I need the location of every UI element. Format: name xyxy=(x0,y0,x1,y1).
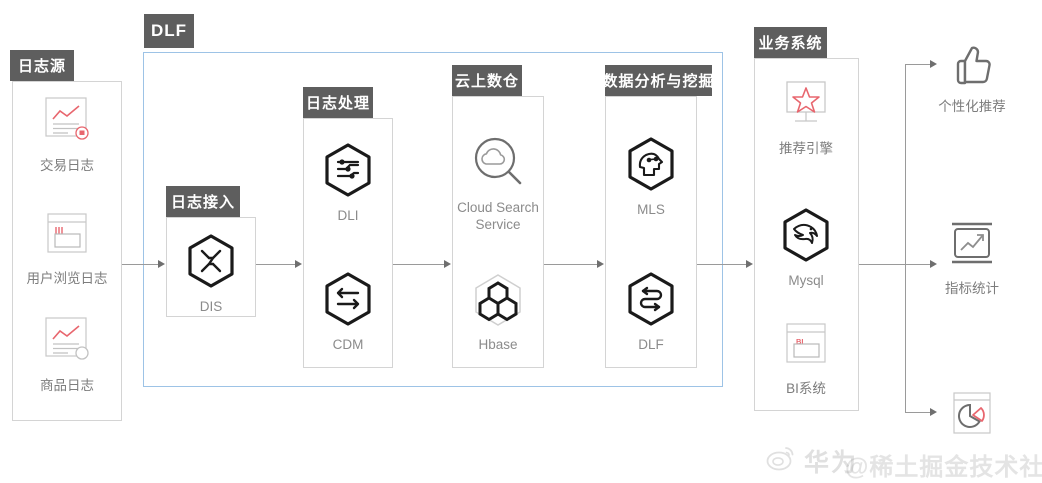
arrow-head xyxy=(597,260,604,268)
connector-clouddw-to-analysis xyxy=(544,264,599,265)
arrow-head xyxy=(295,260,302,268)
cloud-search-icon xyxy=(438,135,558,194)
node-label: 交易日志 xyxy=(40,158,94,173)
node-label: 推荐引擎 xyxy=(779,141,833,156)
node-label: 个性化推荐 xyxy=(938,99,1006,114)
group-header-log-ingest: 日志接入 xyxy=(166,186,240,217)
group-header-cloud-dw: 云上数仓 xyxy=(452,65,522,96)
bi-system-icon: BI xyxy=(746,320,866,375)
node-recommend-engine[interactable]: 推荐引擎 xyxy=(746,78,866,157)
node-label: MLS xyxy=(637,202,665,217)
node-dli[interactable]: DLI xyxy=(288,143,408,224)
group-header-analysis: 数据分析与挖掘 xyxy=(603,65,714,96)
group-header-log-process: 日志处理 xyxy=(303,87,373,118)
connector-dis-to-logprocess xyxy=(256,264,297,265)
node-bi-system[interactable]: BI BI系统 xyxy=(746,320,866,397)
transaction-log-icon xyxy=(7,95,127,152)
arrow-head xyxy=(930,408,937,416)
node-label: DLI xyxy=(337,208,359,223)
arrow-head xyxy=(930,60,937,68)
svg-text:BI: BI xyxy=(796,337,804,346)
connector-logsource-to-dis xyxy=(122,264,160,265)
connector-business-to-trunk xyxy=(859,264,905,265)
connector-trunk-to-recommendation xyxy=(905,64,933,65)
watermark-brand: 华为 xyxy=(766,443,858,479)
user-browse-log-icon xyxy=(7,210,127,265)
node-user-browse-log[interactable]: 用户浏览日志 xyxy=(7,210,127,287)
node-label: Cloud Search Service xyxy=(457,200,539,232)
node-mysql[interactable]: Mysql xyxy=(746,208,866,289)
group-header-dlf: DLF xyxy=(144,14,194,48)
dis-hexagon-icon xyxy=(151,234,271,293)
connector-trunk-to-metrics xyxy=(905,264,933,265)
node-personalized-recommendation[interactable]: 个性化推荐 xyxy=(912,38,1032,115)
recommend-engine-icon xyxy=(746,78,866,135)
dlf-hexagon-icon xyxy=(591,272,711,331)
pie-chart-icon xyxy=(912,390,1032,443)
thumbs-up-icon xyxy=(912,38,1032,93)
watermark-brand-text: 华为 xyxy=(804,449,859,477)
product-log-icon xyxy=(7,315,127,372)
node-metrics-statistics[interactable]: 指标统计 xyxy=(912,218,1032,297)
node-dlf[interactable]: DLF xyxy=(591,272,711,353)
node-hbase[interactable]: Hbase xyxy=(438,272,558,353)
node-label: DLF xyxy=(638,337,664,352)
arrow-head xyxy=(746,260,753,268)
node-transaction-log[interactable]: 交易日志 xyxy=(7,95,127,174)
node-label: 用户浏览日志 xyxy=(26,271,108,286)
weibo-icon xyxy=(766,445,796,478)
connector-analysis-to-business xyxy=(697,264,748,265)
mls-hexagon-icon xyxy=(591,137,711,196)
metrics-chart-icon xyxy=(912,218,1032,275)
cdm-hexagon-icon xyxy=(288,272,408,331)
node-label: 指标统计 xyxy=(945,281,999,296)
node-cloud-search-service[interactable]: Cloud Search Service xyxy=(438,135,558,233)
node-label: 商品日志 xyxy=(40,378,94,393)
node-product-log[interactable]: 商品日志 xyxy=(7,315,127,394)
mysql-dolphin-icon xyxy=(746,208,866,267)
group-header-business: 业务系统 xyxy=(754,27,827,58)
connector-trunk-vertical xyxy=(905,64,906,413)
node-label: DIS xyxy=(199,299,223,314)
node-label: CDM xyxy=(332,337,364,352)
node-pie-report[interactable] xyxy=(912,390,1032,448)
group-header-log-source: 日志源 xyxy=(10,50,74,81)
node-mls[interactable]: MLS xyxy=(591,137,711,218)
node-dis[interactable]: DIS xyxy=(151,234,271,315)
arrow-head xyxy=(444,260,451,268)
node-label: BI系统 xyxy=(786,381,826,396)
arrow-head xyxy=(930,260,937,268)
dli-hexagon-icon xyxy=(288,143,408,202)
hbase-hexagon-icon xyxy=(438,272,558,331)
node-cdm[interactable]: CDM xyxy=(288,272,408,353)
watermark-community-text: @稀土掘金技术社区 xyxy=(845,454,1042,481)
connector-logprocess-to-clouddw xyxy=(393,264,446,265)
connector-trunk-to-pie xyxy=(905,412,933,413)
node-label: Mysql xyxy=(788,273,824,288)
node-label: Hbase xyxy=(478,337,518,352)
arrow-head xyxy=(158,260,165,268)
